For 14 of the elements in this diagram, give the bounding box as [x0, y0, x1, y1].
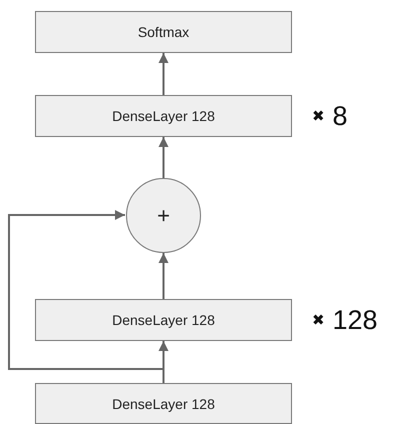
repeat-count: ✖ 8 [312, 103, 348, 130]
layer-box [35, 95, 292, 137]
node-label: DenseLayer 128 [112, 312, 215, 328]
node-label: + [157, 202, 170, 228]
layer-box [35, 383, 292, 424]
arrow [158, 137, 168, 178]
layer-box [35, 11, 292, 53]
arrow [158, 53, 168, 95]
layer-box [35, 299, 292, 341]
node-label: Softmax [138, 24, 190, 40]
node-label: DenseLayer 128 [112, 396, 215, 412]
repeat-count: ✖ 128 [312, 307, 378, 334]
arrow [158, 253, 168, 299]
node-label: DenseLayer 128 [112, 108, 215, 124]
